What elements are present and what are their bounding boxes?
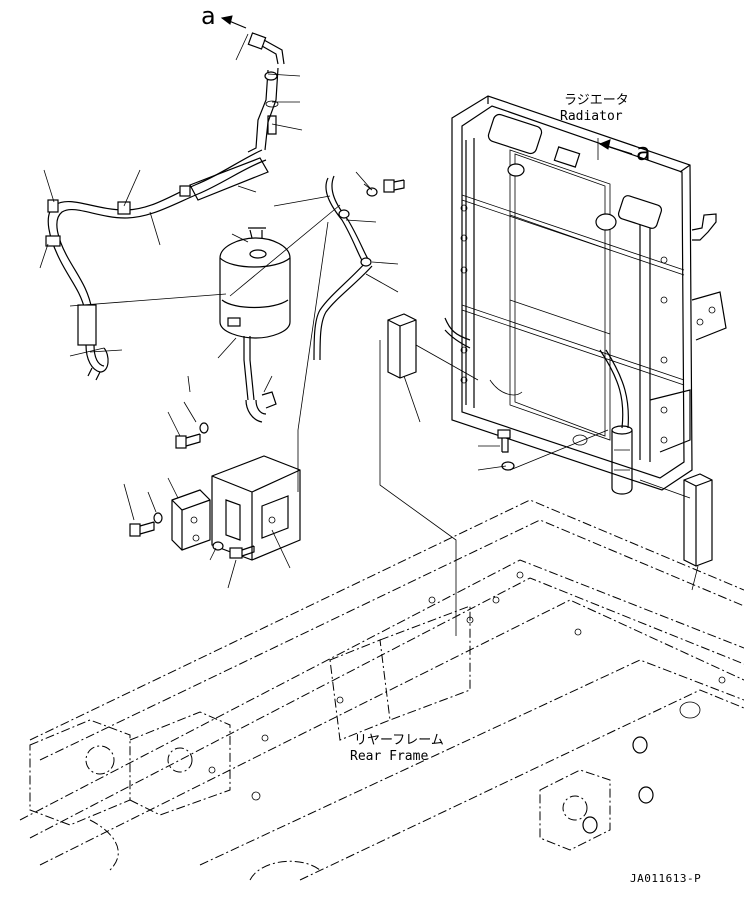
radiator-drawing: [444, 95, 727, 495]
bolts-and-washers: [129, 179, 515, 559]
rubber-pads: [387, 313, 713, 567]
leader-lines: [39, 15, 699, 636]
rear-frame-label-en: Rear Frame: [350, 749, 429, 764]
hose-assembly: [45, 32, 285, 381]
rear-frame-drawing: [19, 499, 744, 881]
arrow-label-radiator: a: [636, 138, 651, 166]
radiator-label-en: Radiator: [560, 109, 623, 124]
drawing-code: JA011613-P: [630, 872, 702, 885]
rear-frame-label-jp: リヤーフレーム: [354, 733, 444, 748]
radiator-label-jp: ラジエータ: [564, 93, 629, 108]
mounting-bracket: [171, 455, 301, 561]
reservoir-tank: [219, 227, 291, 423]
arrow-label-top: a: [201, 2, 216, 30]
overflow-hose: [313, 175, 373, 361]
